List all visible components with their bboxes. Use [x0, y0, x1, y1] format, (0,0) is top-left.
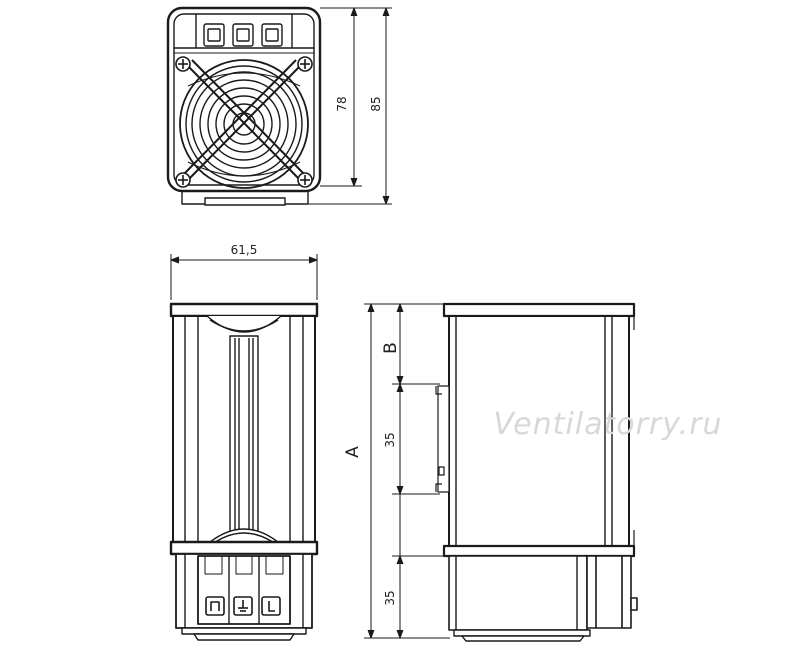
front-view-heater	[169, 302, 319, 641]
height-outer-label: 85	[369, 96, 383, 111]
terminal-l-icon	[261, 596, 281, 616]
ground-icon	[233, 596, 253, 616]
width-dimension	[170, 254, 318, 300]
cable-gland	[586, 555, 638, 629]
terminal-buttons-top	[195, 14, 293, 48]
dimension-lines-side	[364, 303, 450, 639]
side-view-heater	[435, 302, 638, 642]
top-view-fan	[166, 6, 322, 206]
segment-bottom-label: 35	[383, 590, 397, 605]
screw-icon	[175, 56, 313, 188]
width-dimension-label: 61,5	[231, 243, 258, 257]
dimension-b-label: B	[381, 342, 401, 354]
dimension-a-label: A	[343, 446, 363, 458]
terminal-n-icon	[205, 596, 225, 616]
din-clip	[435, 385, 450, 493]
grille-guard	[181, 59, 307, 183]
dimension-lines-top	[308, 7, 392, 205]
segment-middle-label: 35	[383, 432, 397, 447]
height-inner-label: 78	[335, 96, 349, 111]
watermark-text: Ventilatorry.ru	[493, 407, 722, 442]
